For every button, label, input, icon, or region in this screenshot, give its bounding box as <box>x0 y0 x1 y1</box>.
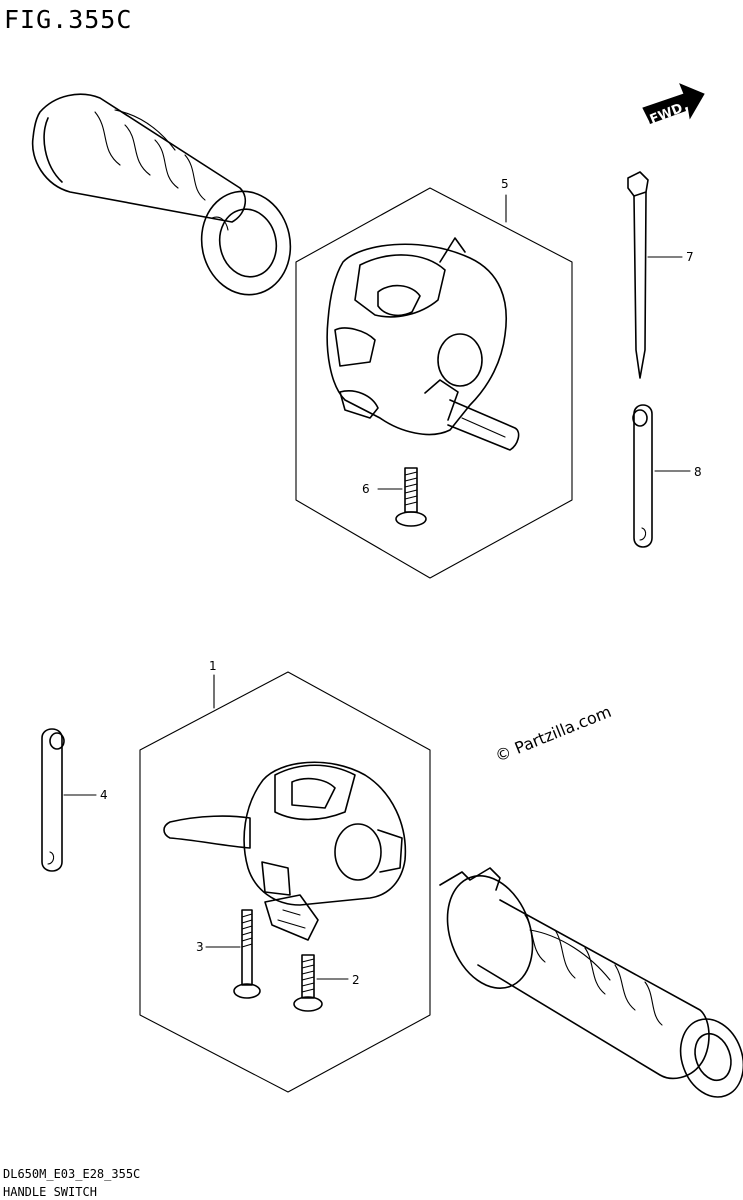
callout-1: 1 <box>209 659 217 673</box>
left-handlebar-grip <box>31 93 292 296</box>
right-handlebar-grip <box>439 867 743 1098</box>
assembly-box-right-switch <box>295 187 573 579</box>
screw-part-3 <box>205 909 261 999</box>
right-handle-switch <box>326 237 520 451</box>
callout-6: 6 <box>362 482 370 496</box>
callout-8: 8 <box>694 465 702 479</box>
figure-code: DL650M_E03_E28_355C <box>3 1167 140 1181</box>
figure-title: FIG.355C <box>4 5 132 34</box>
callout-2: 2 <box>352 973 360 987</box>
clamp-part-8 <box>632 404 691 548</box>
figure-name: HANDLE SWITCH <box>3 1185 97 1199</box>
clamp-part-4 <box>41 728 97 872</box>
fwd-direction-marker: FWD <box>642 83 705 128</box>
cable-tie-part-7 <box>627 171 683 379</box>
assembly-box-left-switch <box>139 671 431 1093</box>
callout-7: 7 <box>686 250 694 264</box>
callout-5: 5 <box>501 177 509 191</box>
callout-4: 4 <box>100 788 108 802</box>
watermark-text: © Partzilla.com <box>492 702 614 766</box>
screw-part-6 <box>377 467 427 527</box>
callout-3: 3 <box>196 940 204 954</box>
screw-part-2 <box>293 954 349 1012</box>
left-handle-switch <box>163 761 407 941</box>
